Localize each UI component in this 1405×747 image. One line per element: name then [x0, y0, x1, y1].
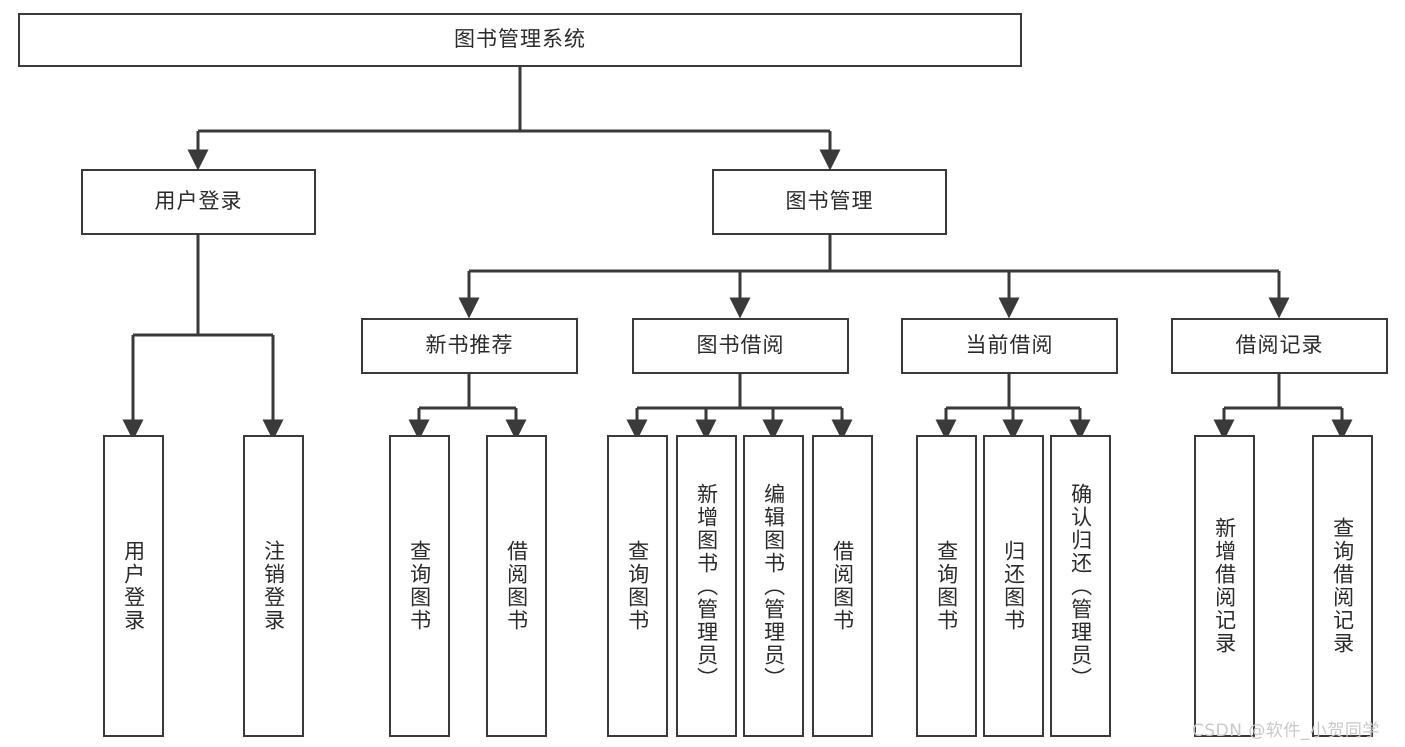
- csdn-watermark: CSDN @软件_小贺同学: [1192, 721, 1380, 741]
- node-label: 新书推荐: [425, 333, 514, 358]
- node-leaf-query-borrow-record[interactable]: 查询借阅记录: [1312, 435, 1373, 737]
- node-label: 编辑图书（管理员）: [761, 482, 786, 690]
- node-label: 图书管理: [785, 189, 874, 214]
- node-label: 用户登录: [154, 189, 243, 214]
- node-user-login[interactable]: 用户登录: [81, 169, 316, 235]
- node-leaf-query-book-borrow[interactable]: 查询图书: [607, 435, 668, 737]
- node-leaf-confirm-return-admin[interactable]: 确认归还（管理员）: [1050, 435, 1111, 737]
- node-leaf-borrow-book-recommend[interactable]: 借阅图书: [486, 435, 547, 737]
- node-leaf-add-borrow-record[interactable]: 新增借阅记录: [1194, 435, 1255, 737]
- node-leaf-borrow-book[interactable]: 借阅图书: [812, 435, 873, 737]
- node-label: 新增图书（管理员）: [694, 482, 719, 690]
- node-label: 查询图书: [625, 540, 650, 632]
- node-label: 查询图书: [407, 540, 432, 632]
- node-label: 图书管理系统: [454, 27, 586, 52]
- node-label: 确认归还（管理员）: [1068, 482, 1093, 690]
- node-borrow-record[interactable]: 借阅记录: [1171, 318, 1388, 374]
- node-leaf-edit-book-admin[interactable]: 编辑图书（管理员）: [743, 435, 804, 737]
- node-label: 用户登录: [121, 540, 146, 632]
- node-label: 借阅记录: [1235, 333, 1324, 358]
- node-label: 借阅图书: [830, 540, 855, 632]
- node-label: 新增借阅记录: [1212, 517, 1237, 655]
- node-leaf-user-login[interactable]: 用户登录: [103, 435, 164, 737]
- node-label: 查询借阅记录: [1330, 517, 1355, 655]
- node-leaf-return-book[interactable]: 归还图书: [983, 435, 1044, 737]
- node-label: 归还图书: [1001, 540, 1026, 632]
- node-leaf-query-book-recommend[interactable]: 查询图书: [389, 435, 450, 737]
- node-leaf-query-book-current[interactable]: 查询图书: [916, 435, 977, 737]
- node-label: 查询图书: [934, 540, 959, 632]
- node-book-management[interactable]: 图书管理: [712, 169, 947, 235]
- node-label: 图书借阅: [696, 333, 785, 358]
- node-label: 借阅图书: [504, 540, 529, 632]
- node-label: 注销登录: [261, 540, 286, 632]
- node-leaf-add-book-admin[interactable]: 新增图书（管理员）: [676, 435, 737, 737]
- node-book-borrow[interactable]: 图书借阅: [632, 318, 849, 374]
- node-leaf-logout[interactable]: 注销登录: [243, 435, 304, 737]
- node-label: 当前借阅: [965, 333, 1054, 358]
- node-new-book-recommend[interactable]: 新书推荐: [361, 318, 578, 374]
- node-root-book-management-system[interactable]: 图书管理系统: [18, 13, 1022, 67]
- node-current-borrow[interactable]: 当前借阅: [901, 318, 1118, 374]
